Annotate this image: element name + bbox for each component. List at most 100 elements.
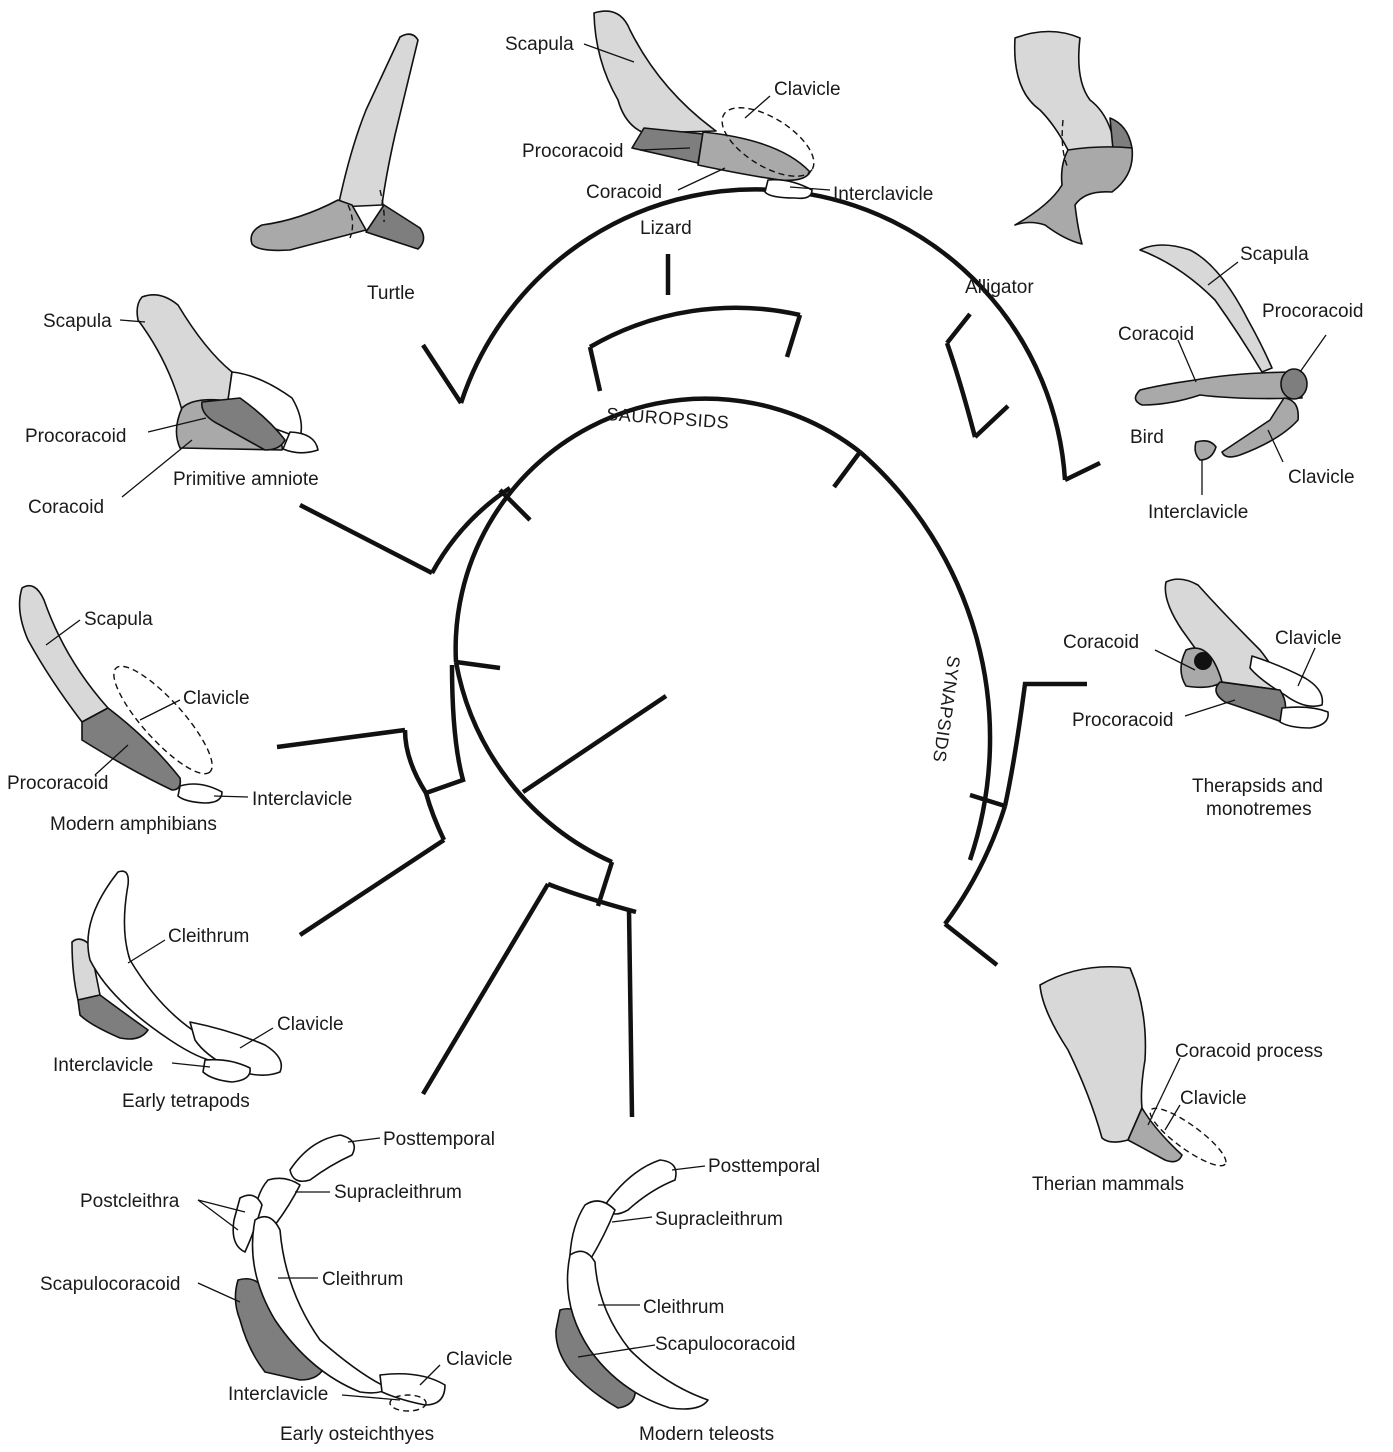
- therian-leaders: [1148, 1058, 1180, 1130]
- bird-interclavicle-label: Interclavicle: [1148, 502, 1248, 523]
- osteichthyes-postcleithra-label: Postcleithra: [80, 1191, 180, 1212]
- teleost-cleithrum-label: Cleithrum: [643, 1297, 724, 1318]
- taxon-modern-amphibians: Modern amphibians: [50, 814, 217, 835]
- tree-sauropsid-node: [834, 452, 860, 487]
- tree-branch-modern-teleosts: [629, 910, 632, 1117]
- taxon-turtle: Turtle: [367, 283, 415, 304]
- therian-coracoid-process-label: Coracoid process: [1175, 1041, 1323, 1062]
- teleost-supracleithrum-label: Supracleithrum: [655, 1209, 783, 1230]
- tetrapod-girdle: [72, 871, 281, 1082]
- osteichthyes-supracleithrum-label: Supracleithrum: [334, 1182, 462, 1203]
- amphibian-procoracoid-label: Procoracoid: [7, 773, 108, 794]
- osteichthyes-clavicle-label: Clavicle: [446, 1349, 513, 1370]
- amniote-scapula: [137, 295, 232, 410]
- bird-procoracoid: [1281, 369, 1307, 399]
- tetrapod-cleithrum-label: Cleithrum: [168, 926, 249, 947]
- therapsid-procoracoid-label: Procoracoid: [1072, 710, 1173, 731]
- lizard-clavicle-label: Clavicle: [774, 79, 841, 100]
- therapsid-coracoid-label: Coracoid: [1063, 632, 1139, 653]
- taxon-early-tetrapods: Early tetrapods: [122, 1091, 250, 1112]
- bird-clavicle: [1222, 398, 1298, 457]
- taxon-primitive-amniote: Primitive amniote: [173, 469, 319, 490]
- tree-branch-therian: [945, 924, 997, 965]
- taxon-therian-mammals: Therian mammals: [1032, 1174, 1184, 1195]
- tetrapod-clavicle-label: Clavicle: [277, 1014, 344, 1035]
- therapsid-foramen: [1194, 652, 1212, 670]
- bird-clavicle-label: Clavicle: [1288, 467, 1355, 488]
- tree-lepidosaur-node: [590, 347, 600, 391]
- amphibian-scapula-label: Scapula: [84, 609, 153, 630]
- osteichthyes-posttemporal: [290, 1135, 354, 1181]
- teleost-posttemporal-label: Posttemporal: [708, 1156, 820, 1177]
- amniote-interclavicle: [283, 432, 318, 453]
- tree-branch-modern-amphibians: [277, 730, 405, 747]
- tree-amphibian-arc: [426, 665, 463, 793]
- taxon-early-osteichthyes: Early osteichthyes: [280, 1424, 434, 1445]
- amphibian-clavicle-label: Clavicle: [183, 688, 250, 709]
- taxon-therapsids-line2: monotremes: [1206, 799, 1312, 820]
- tree-amphibian-lower: [426, 793, 444, 840]
- tree-branch-alligator: [947, 314, 970, 343]
- tree-branch-primitive-amniote: [300, 505, 432, 573]
- osteichthyes-posttemporal-label: Posttemporal: [383, 1129, 495, 1150]
- amniote-scapula-label: Scapula: [43, 311, 112, 332]
- alligator-girdle: [1015, 32, 1133, 245]
- bird-interclavicle: [1195, 441, 1216, 460]
- tree-synapsid-arc: [860, 452, 990, 860]
- therian-girdle: [1040, 967, 1232, 1174]
- amphibian-interclavicle: [178, 784, 222, 803]
- taxon-therapsids-line1: Therapsids and: [1192, 776, 1323, 797]
- primitive-amniote-girdle: [137, 295, 318, 453]
- tree-lizard-node: [787, 315, 800, 357]
- bird-coracoid-label: Coracoid: [1118, 324, 1194, 345]
- osteichthyes-interclavicle-label: Interclavicle: [228, 1384, 328, 1405]
- tree-branch-therapsids: [1005, 684, 1087, 806]
- taxon-lizard: Lizard: [640, 218, 692, 239]
- amphibian-interclavicle-label: Interclavicle: [252, 789, 352, 810]
- therapsid-girdle: [1165, 579, 1328, 728]
- bird-scapula-label: Scapula: [1240, 244, 1309, 265]
- taxon-alligator: Alligator: [965, 277, 1034, 298]
- tree-branch-turtle: [423, 345, 461, 403]
- teleost-scapulocoracoid-label: Scapulocoracoid: [655, 1334, 795, 1355]
- therian-scapula: [1040, 967, 1145, 1142]
- lizard-interclavicle: [765, 180, 812, 199]
- lizard-girdle: [594, 11, 825, 198]
- tree-root-stem: [523, 696, 666, 792]
- tree-osteichthyes-arc: [548, 884, 636, 912]
- amphibian-scapula: [20, 586, 108, 722]
- taxon-modern-teleosts: Modern teleosts: [639, 1424, 774, 1445]
- osteichthyes-cleithrum-label: Cleithrum: [322, 1269, 403, 1290]
- lizard-scapula-label: Scapula: [505, 34, 574, 55]
- amniote-coracoid-label: Coracoid: [28, 497, 104, 518]
- amniote-procoracoid-label: Procoracoid: [25, 426, 126, 447]
- synapsids-clade-label: SYNAPSIDS: [929, 654, 964, 763]
- tree-synapsid-lower: [945, 806, 1005, 924]
- tree-branch-bird: [1065, 463, 1100, 480]
- therian-clavicle-label: Clavicle: [1180, 1088, 1247, 1109]
- teleost-girdle: [556, 1160, 708, 1409]
- tree-branch-early-osteichthyes: [423, 884, 548, 1094]
- tree-arc-tetrapoda-osteichthyes: [456, 662, 612, 862]
- sauropsids-clade-label: SAUROPSIDS: [606, 404, 730, 433]
- teleost-posttemporal: [605, 1160, 676, 1214]
- alligator-scapula-tip: [1110, 118, 1132, 149]
- alligator-coracoid: [1015, 147, 1132, 244]
- turtle-scapula: [338, 34, 418, 207]
- therapsid-clavicle-label: Clavicle: [1275, 628, 1342, 649]
- tree-archosaur-node: [975, 406, 1008, 437]
- tree-lizard-arc: [590, 308, 800, 347]
- turtle-girdle: [251, 34, 423, 250]
- alligator-scapula: [1015, 32, 1115, 151]
- lizard-procoracoid-label: Procoracoid: [522, 141, 623, 162]
- tree-branch-early-tetrapods: [300, 840, 444, 935]
- tetrapod-interclavicle-label: Interclavicle: [53, 1055, 153, 1076]
- therapsid-interclavicle: [1280, 707, 1328, 728]
- tree-amphibian-stem: [405, 730, 426, 793]
- tree-alligator-stem: [947, 343, 975, 437]
- phylogenetic-tree: [277, 189, 1100, 1117]
- tree-tetrapod-node: [456, 662, 500, 668]
- lizard-coracoid-label: Coracoid: [586, 182, 662, 203]
